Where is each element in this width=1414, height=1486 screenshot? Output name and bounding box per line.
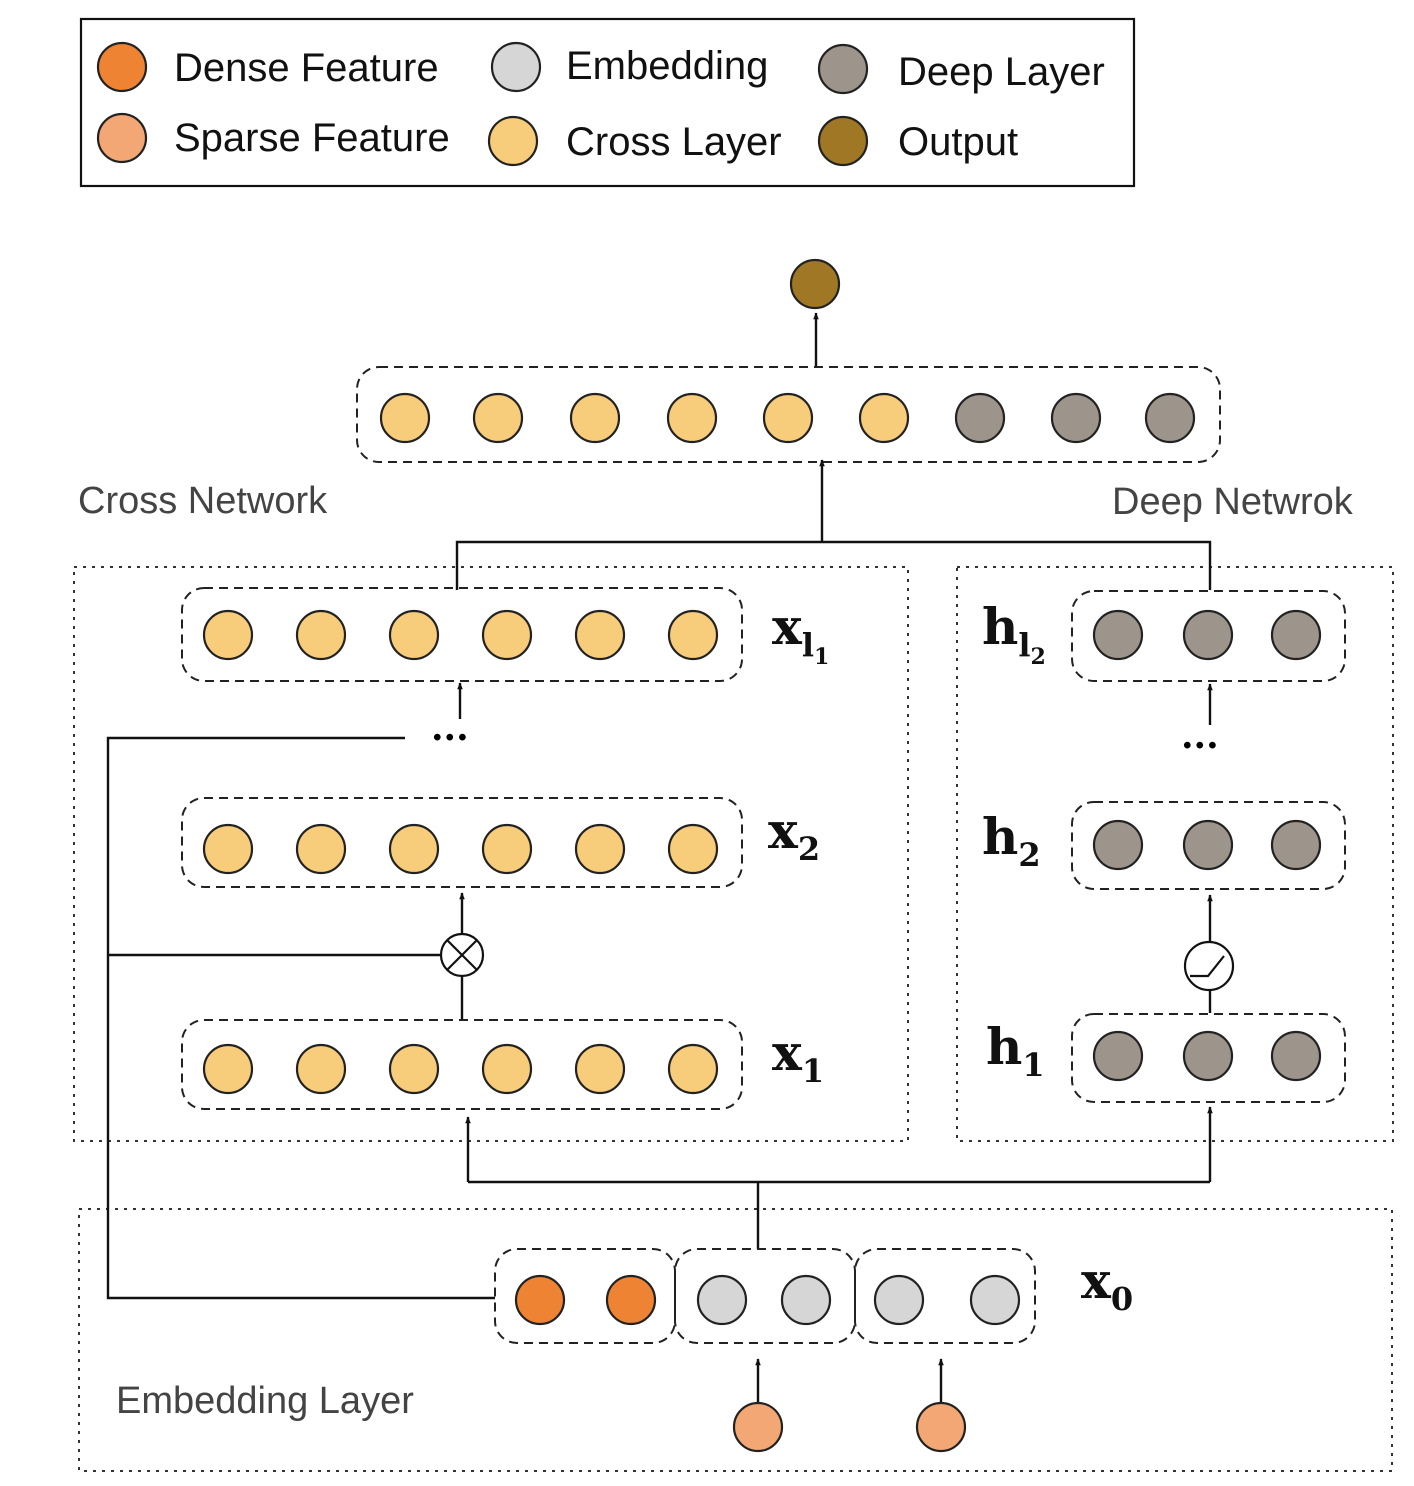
stack-layer-node-9: [1144, 392, 1196, 444]
x0-skip-wire: [106, 736, 495, 1300]
xl1-nodes: [202, 609, 719, 661]
legend-dot-dense-feature: [96, 41, 148, 93]
xl1-node-3: [388, 609, 440, 661]
x0-nodes: [514, 1274, 1021, 1326]
x1-label: x1: [772, 1023, 824, 1090]
h2-label: h2: [982, 807, 1041, 874]
x2-node-2: [295, 823, 347, 875]
deep-network-label: Deep Netwrok: [1112, 481, 1354, 523]
stack-layer-node-7: [954, 392, 1006, 444]
x2-node-4: [481, 823, 533, 875]
h2-nodes: [1092, 819, 1322, 871]
x1-nodes: [202, 1043, 719, 1095]
hl2-nodes: [1092, 609, 1322, 661]
deep-ellipsis: ...: [1181, 715, 1219, 757]
sparse-feature-node-1: [732, 1401, 784, 1453]
h1-node-1: [1092, 1030, 1144, 1082]
connections: [106, 312, 1213, 1404]
legend-label-output: Output: [898, 120, 1018, 164]
legend-dot-cross-layer: [487, 115, 539, 167]
hl2-group: [1071, 590, 1346, 682]
x2-node-1: [202, 823, 254, 875]
deep-network-region: [956, 566, 1394, 1142]
legend-label-deep-layer: Deep Layer: [898, 50, 1105, 94]
h1-node-3: [1270, 1030, 1322, 1082]
hl2-node-3: [1270, 609, 1322, 661]
x1-node-6: [667, 1043, 719, 1095]
xl1-node-4: [481, 609, 533, 661]
stack-layer-group: [356, 366, 1221, 463]
cross-network-region: [73, 566, 909, 1142]
h1-group: [1071, 1013, 1346, 1103]
legend-label-dense-feature: Dense Feature: [174, 46, 439, 90]
x1-node-5: [574, 1043, 626, 1095]
xl1-node-5: [574, 609, 626, 661]
stack-layer-node-1: [379, 392, 431, 444]
merge-wire: [455, 540, 1212, 590]
hl2-label: hl2: [982, 597, 1046, 670]
x1-group: [181, 1019, 743, 1110]
xl1-label: xl1: [772, 597, 829, 670]
xl1-group: [181, 587, 743, 682]
x2-node-3: [388, 823, 440, 875]
relu-activation-icon: [1183, 940, 1235, 992]
h2-group: [1071, 801, 1346, 890]
x1-node-4: [481, 1043, 533, 1095]
x1-node-3: [388, 1043, 440, 1095]
output-node: [789, 258, 841, 310]
legend-dot-output: [817, 115, 869, 167]
x2-nodes: [202, 823, 719, 875]
h2-node-2: [1182, 819, 1234, 871]
stack-layer-node-6: [858, 392, 910, 444]
x0-node-3: [696, 1274, 748, 1326]
x1-node-2: [295, 1043, 347, 1095]
x0-node-5: [873, 1274, 925, 1326]
xl1-node-6: [667, 609, 719, 661]
embedding-group-2: [854, 1248, 1036, 1344]
x1-node-1: [202, 1043, 254, 1095]
legend-label-cross-layer: Cross Layer: [566, 120, 782, 164]
stack-layer-node-4: [666, 392, 718, 444]
cross-ellipsis: ...: [431, 707, 469, 749]
cross-network-label: Cross Network: [78, 480, 328, 522]
stack-layer-nodes: [379, 392, 1196, 444]
legend-label-sparse-feature: Sparse Feature: [174, 116, 450, 160]
xl1-node-1: [202, 609, 254, 661]
stack-layer-node-5: [762, 392, 814, 444]
x2-label: x2: [768, 801, 820, 868]
stack-layer-node-8: [1050, 392, 1102, 444]
h1-node-2: [1182, 1030, 1234, 1082]
legend-dot-embedding: [490, 41, 542, 93]
h2-node-3: [1270, 819, 1322, 871]
x2-node-5: [574, 823, 626, 875]
x0-node-2: [605, 1274, 657, 1326]
h2-node-1: [1092, 819, 1144, 871]
stack-layer-node-3: [569, 392, 621, 444]
legend-frame: [79, 17, 1136, 188]
sparse-feature-node-2: [915, 1401, 967, 1453]
legend: Dense Feature Sparse Feature Embedding C…: [79, 17, 1136, 188]
x2-node-6: [667, 823, 719, 875]
hl2-node-2: [1182, 609, 1234, 661]
x0-node-6: [969, 1274, 1021, 1326]
x0-node-4: [780, 1274, 832, 1326]
x2-group: [181, 797, 743, 888]
h1-nodes: [1092, 1030, 1322, 1082]
x0-label: x0: [1081, 1251, 1133, 1318]
sparse-feature-nodes: [732, 1401, 967, 1453]
cross-operator-icon: [439, 932, 485, 978]
stack-layer-node-2: [472, 392, 524, 444]
legend-label-embedding: Embedding: [566, 44, 768, 88]
embedding-layer-label: Embedding Layer: [116, 1380, 414, 1422]
hl2-node-1: [1092, 609, 1144, 661]
h1-label: h1: [986, 1017, 1045, 1084]
legend-dot-deep-layer: [817, 43, 869, 95]
x0-node-1: [514, 1274, 566, 1326]
xl1-node-2: [295, 609, 347, 661]
legend-dot-sparse-feature: [96, 112, 148, 164]
